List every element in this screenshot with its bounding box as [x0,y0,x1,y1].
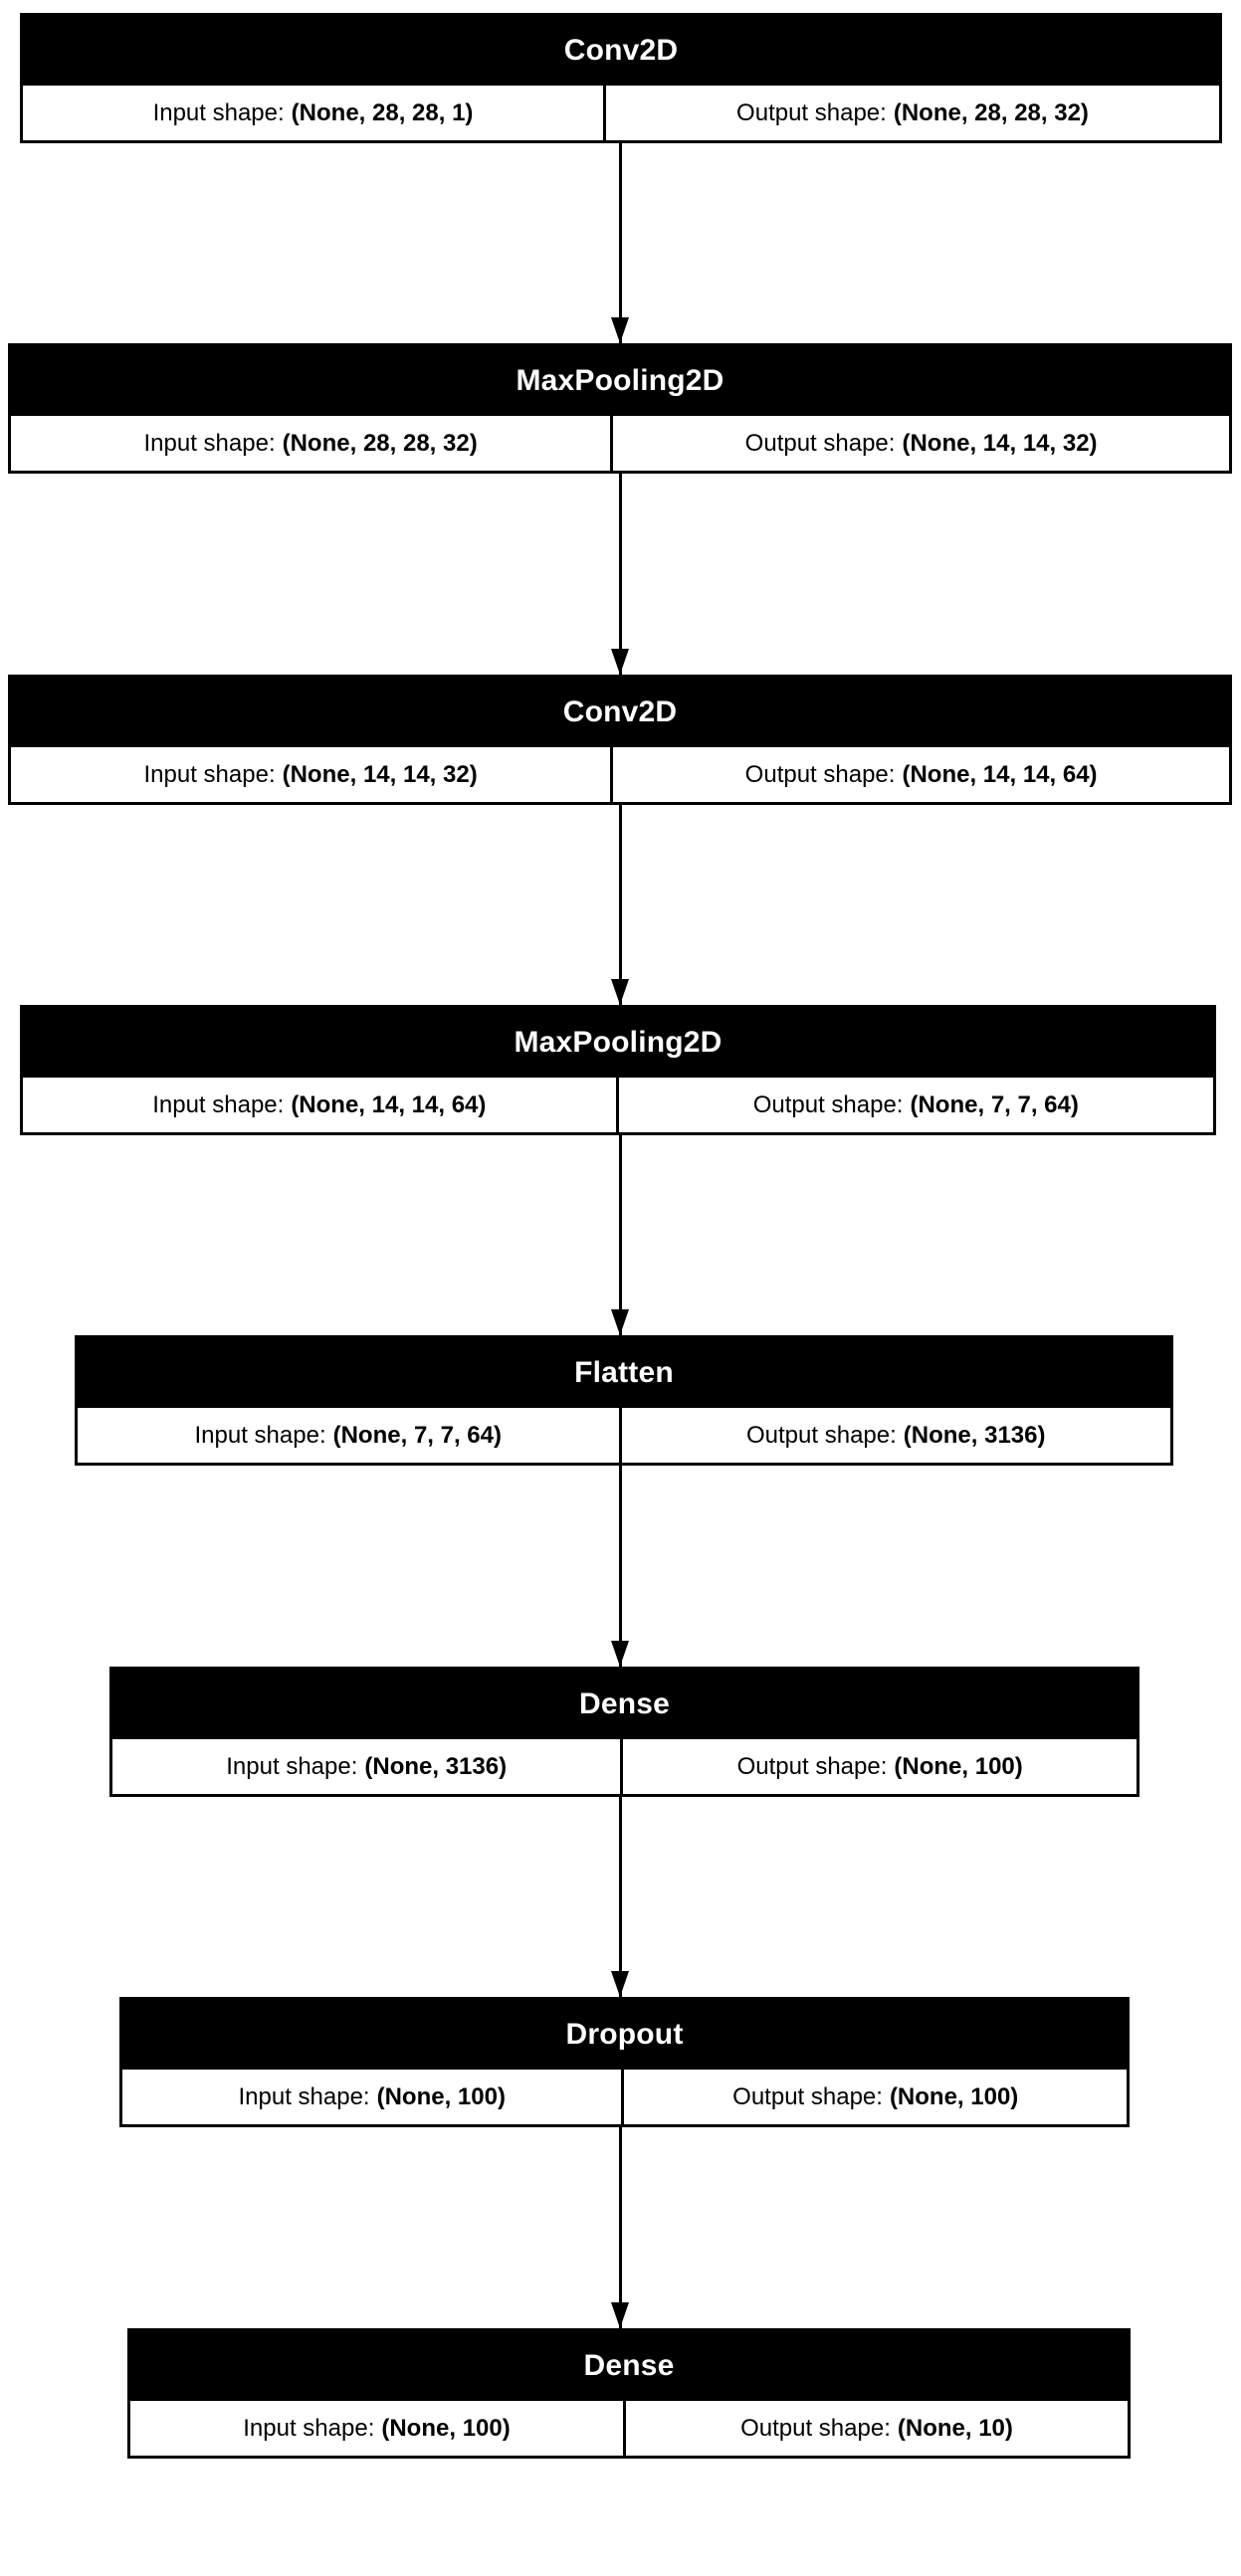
output-shape-cell: Output shape:(None, 3136) [621,1408,1170,1463]
input-shape-cell: Input shape:(None, 28, 28, 1) [23,86,603,140]
layer-name: Dense [112,1670,1137,1739]
layer-shapes-row: Input shape:(None, 28, 28, 1)Output shap… [23,86,1219,140]
edge-line [619,474,622,675]
input-shape-cell: Input shape:(None, 14, 14, 64) [23,1078,616,1132]
input-shape-value: (None, 14, 14, 64) [291,1090,487,1118]
input-shape-value: (None, 28, 28, 32) [282,429,478,457]
output-shape-cell: Output shape:(None, 100) [623,1739,1137,1794]
input-shape-label: Input shape: [194,1421,326,1449]
input-shape-label: Input shape: [143,429,276,457]
layer-shapes-row: Input shape:(None, 100)Output shape:(Non… [122,2070,1127,2124]
output-shape-cell: Output shape:(None, 7, 7, 64) [618,1078,1213,1132]
edge-line [619,2127,622,2328]
output-shape-value: (None, 3136) [903,1421,1046,1449]
layer-name: Dropout [122,2000,1127,2070]
arrowhead-icon [611,317,629,343]
input-shape-cell: Input shape:(None, 28, 28, 32) [11,416,611,471]
output-shape-label: Output shape: [752,1090,904,1118]
input-shape-value: (None, 7, 7, 64) [332,1421,502,1449]
output-shape-cell: Output shape:(None, 28, 28, 32) [605,86,1219,140]
output-shape-label: Output shape: [744,429,896,457]
input-shape-label: Input shape: [238,2082,370,2110]
input-shape-value: (None, 100) [381,2414,511,2442]
edge-line [619,805,622,1005]
layer-shapes-row: Input shape:(None, 100)Output shape:(Non… [130,2401,1128,2456]
arrowhead-icon [611,1971,629,1997]
output-shape-cell: Output shape:(None, 100) [624,2070,1127,2124]
output-shape-value: (None, 14, 14, 64) [902,760,1098,788]
layer-name: MaxPooling2D [11,346,1229,416]
input-shape-label: Input shape: [152,1090,285,1118]
input-shape-label: Input shape: [226,1752,358,1780]
input-shape-value: (None, 3136) [364,1752,508,1780]
input-shape-cell: Input shape:(None, 100) [122,2070,622,2124]
input-shape-label: Input shape: [143,760,276,788]
arrowhead-icon [611,1309,629,1335]
input-shape-value: (None, 28, 28, 1) [291,99,474,126]
output-shape-value: (None, 100) [889,2082,1019,2110]
output-shape-cell: Output shape:(None, 14, 14, 64) [613,747,1229,802]
output-shape-label: Output shape: [732,2082,883,2110]
layer-shapes-row: Input shape:(None, 14, 14, 64)Output sha… [23,1078,1213,1132]
edge-line [619,1135,622,1335]
input-shape-cell: Input shape:(None, 3136) [112,1739,621,1794]
output-shape-value: (None, 100) [894,1752,1023,1780]
input-shape-cell: Input shape:(None, 14, 14, 32) [11,747,611,802]
output-shape-label: Output shape: [740,2414,891,2442]
arrowhead-icon [611,1641,629,1667]
output-shape-value: (None, 28, 28, 32) [893,99,1089,126]
output-shape-label: Output shape: [736,1752,888,1780]
layer-name: Conv2D [23,16,1219,86]
layer-shapes-row: Input shape:(None, 14, 14, 32)Output sha… [11,747,1229,802]
output-shape-label: Output shape: [744,760,896,788]
layer-name: MaxPooling2D [23,1008,1213,1078]
layer-shapes-row: Input shape:(None, 3136)Output shape:(No… [112,1739,1137,1794]
output-shape-cell: Output shape:(None, 10) [625,2401,1128,2456]
output-shape-label: Output shape: [746,1421,897,1449]
layer-name: Flatten [78,1338,1170,1408]
arrowhead-icon [611,2302,629,2328]
output-shape-value: (None, 14, 14, 32) [902,429,1098,457]
output-shape-value: (None, 10) [897,2414,1013,2442]
output-shape-cell: Output shape:(None, 14, 14, 32) [613,416,1229,471]
layer-shapes-row: Input shape:(None, 28, 28, 32)Output sha… [11,416,1229,471]
layer-name: Dense [130,2331,1128,2401]
arrowhead-icon [611,979,629,1005]
edge-line [619,1466,622,1667]
input-shape-cell: Input shape:(None, 7, 7, 64) [78,1408,619,1463]
input-shape-value: (None, 14, 14, 32) [282,760,478,788]
layer-name: Conv2D [11,678,1229,747]
edge-line [619,1797,622,1997]
edge-line [619,143,622,343]
input-shape-value: (None, 100) [376,2082,506,2110]
arrowhead-icon [611,649,629,675]
input-shape-cell: Input shape:(None, 100) [130,2401,623,2456]
layer-shapes-row: Input shape:(None, 7, 7, 64)Output shape… [78,1408,1170,1463]
input-shape-label: Input shape: [243,2414,375,2442]
output-shape-value: (None, 7, 7, 64) [910,1090,1079,1118]
input-shape-label: Input shape: [152,99,285,126]
output-shape-label: Output shape: [736,99,887,126]
